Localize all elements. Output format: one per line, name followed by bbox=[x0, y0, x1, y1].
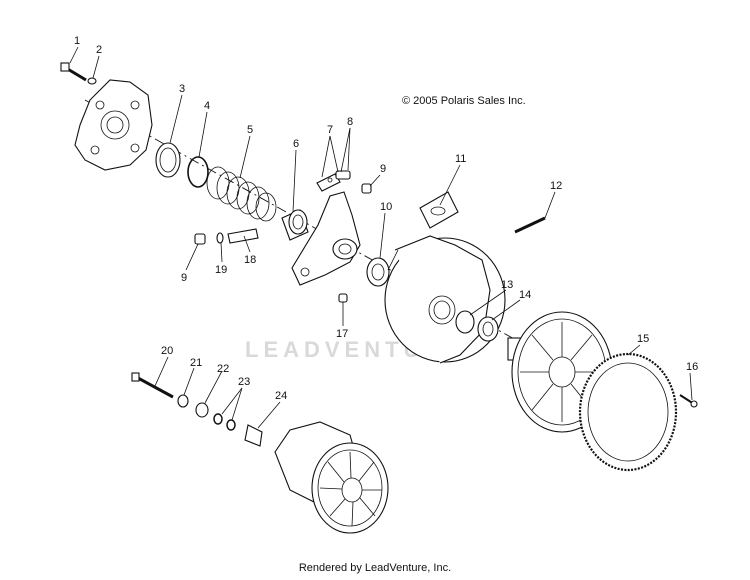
callout-8: 8 bbox=[347, 116, 353, 128]
part-13-washer bbox=[455, 310, 475, 334]
part-7-8-weights bbox=[316, 170, 351, 192]
part-17-nut bbox=[338, 293, 348, 303]
part-24-sleeve bbox=[244, 424, 263, 447]
part-18-pin bbox=[227, 228, 259, 244]
spider-arm-assembly bbox=[291, 191, 361, 286]
callout-17: 17 bbox=[336, 328, 348, 340]
callout-3: 3 bbox=[179, 83, 185, 95]
callout-9-lower: 9 bbox=[181, 272, 187, 284]
callout-13: 13 bbox=[501, 279, 513, 291]
callout-16: 16 bbox=[686, 361, 698, 373]
callout-6: 6 bbox=[293, 138, 299, 150]
cover-plate bbox=[74, 79, 153, 171]
leader-lines bbox=[69, 46, 693, 429]
part-22-washer bbox=[195, 402, 209, 418]
part-19-washer bbox=[216, 232, 224, 244]
part-6-roller-bushing bbox=[281, 209, 309, 241]
callout-2: 2 bbox=[96, 44, 102, 56]
copyright-notice: © 2005 Polaris Sales Inc. bbox=[402, 95, 526, 107]
part-10-spacer bbox=[366, 257, 390, 287]
part-20-bolt bbox=[131, 372, 174, 399]
assembled-clutch bbox=[274, 421, 389, 534]
callout-5: 5 bbox=[247, 124, 253, 136]
callout-9-upper: 9 bbox=[380, 163, 386, 175]
part-14-washer bbox=[477, 316, 499, 342]
part-9-nut-lower bbox=[194, 233, 206, 245]
part-3-bushing bbox=[155, 142, 181, 178]
callout-labels: 1 2 3 4 5 6 7 8 9 10 11 12 13 14 15 16 1… bbox=[74, 35, 698, 402]
callout-22: 22 bbox=[217, 363, 229, 375]
part-11-slider bbox=[419, 191, 459, 229]
callout-4: 4 bbox=[204, 100, 210, 112]
part-16-screw bbox=[679, 394, 698, 408]
part-4-snap-ring bbox=[187, 156, 209, 188]
part-9-nut-upper bbox=[361, 183, 372, 194]
callout-15: 15 bbox=[637, 333, 649, 345]
callout-14: 14 bbox=[519, 289, 531, 301]
callout-12: 12 bbox=[550, 180, 562, 192]
assembly-centerline bbox=[84, 99, 526, 346]
callout-20: 20 bbox=[161, 345, 173, 357]
callout-7: 7 bbox=[327, 124, 333, 136]
part-1-bolt bbox=[60, 62, 87, 82]
callout-1: 1 bbox=[74, 35, 80, 47]
part-5-spring bbox=[206, 166, 277, 222]
callout-23: 23 bbox=[238, 376, 250, 388]
callout-24: 24 bbox=[275, 390, 287, 402]
callout-18: 18 bbox=[244, 254, 256, 266]
part-15-ring-gear bbox=[578, 352, 678, 472]
part-23-orings bbox=[213, 413, 236, 431]
callout-21: 21 bbox=[190, 357, 202, 369]
callout-10: 10 bbox=[380, 201, 392, 213]
part-21-washer bbox=[177, 394, 189, 408]
part-2-washer bbox=[87, 77, 97, 85]
part-12-pin bbox=[514, 216, 546, 234]
footer-credit: Rendered by LeadVenture, Inc. bbox=[298, 562, 452, 574]
callout-11: 11 bbox=[455, 153, 466, 165]
moveable-sheave bbox=[384, 235, 506, 364]
callout-19: 19 bbox=[215, 264, 227, 276]
